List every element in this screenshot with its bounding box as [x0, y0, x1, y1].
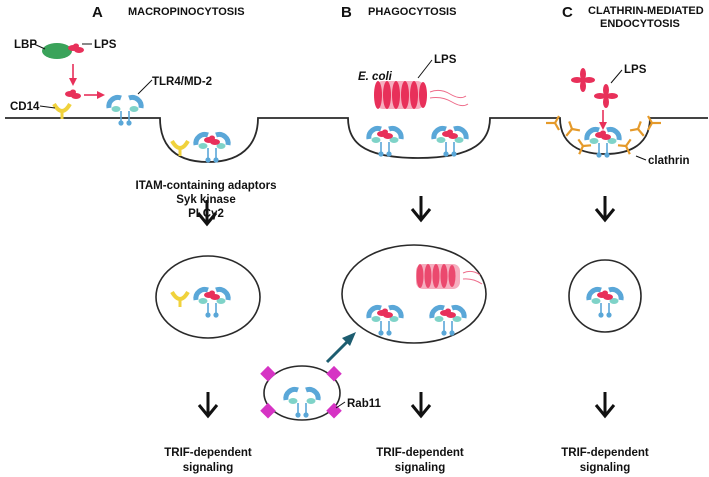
pink-arrow-right [84, 91, 105, 99]
panel-b-title: PHAGOCYTOSIS [368, 6, 456, 18]
panel-b-letter: B [341, 4, 352, 21]
panel-c-letter: C [562, 4, 573, 21]
cd14-vesicle-a [170, 290, 190, 309]
teal-arrow [325, 332, 356, 364]
signal-b-2: signaling [395, 462, 445, 474]
signal-c-1: TRIF-dependent [561, 447, 649, 459]
clathrin-label: clathrin [648, 155, 690, 167]
rab11-label: Rab11 [347, 398, 381, 410]
signal-c-2: signaling [580, 462, 630, 474]
signal-a-2: signaling [183, 462, 233, 474]
arrow-b-1 [410, 194, 432, 222]
signal-a-1: TRIF-dependent [164, 447, 252, 459]
arrow-c-1 [594, 194, 616, 222]
lps-label-c: LPS [624, 64, 647, 76]
panel-a-title: MACROPINOCYTOSIS [128, 6, 245, 18]
endosome-c [568, 259, 642, 333]
arrow-b-2 [410, 390, 432, 418]
lps-label-a: LPS [94, 39, 117, 51]
tlr4-vesicle-a [196, 289, 228, 317]
lps-monomer-a [65, 89, 81, 99]
panel-a-letter: A [92, 4, 103, 21]
tlr4-pit-a [196, 134, 228, 162]
tlr4-label: TLR4/MD-2 [152, 76, 212, 88]
ecoli-phagosome [416, 264, 483, 289]
arrow-a-2 [197, 390, 219, 418]
ecoli-surface [374, 81, 469, 109]
tlr4-phagosome-left [369, 307, 401, 335]
tlr4-endosome-c [589, 289, 621, 317]
macropinosome [155, 255, 261, 339]
cd14-label: CD14 [10, 101, 40, 113]
arrow-c-2 [594, 390, 616, 418]
ecoli-label: E. coli [358, 71, 393, 83]
lps-label-b: LPS [434, 54, 457, 66]
tlr4-md2-surface [109, 97, 141, 125]
panel-c-title-1: CLATHRIN-MEDIATED [588, 5, 704, 17]
itam-label: ITAM-containing adaptors [136, 180, 277, 192]
cd14-surface [52, 102, 72, 121]
pink-arrow-down [69, 64, 77, 86]
phagosome [341, 244, 487, 344]
signal-b-1: TRIF-dependent [376, 447, 464, 459]
recycling-endosome [260, 365, 342, 421]
panel-c-title-2: ENDOCYTOSIS [600, 18, 680, 30]
lbp-label: LBP [14, 39, 37, 51]
pink-arrow-c [599, 110, 607, 130]
lps-free-c [571, 68, 618, 108]
lbp-lps-complex [42, 43, 84, 59]
